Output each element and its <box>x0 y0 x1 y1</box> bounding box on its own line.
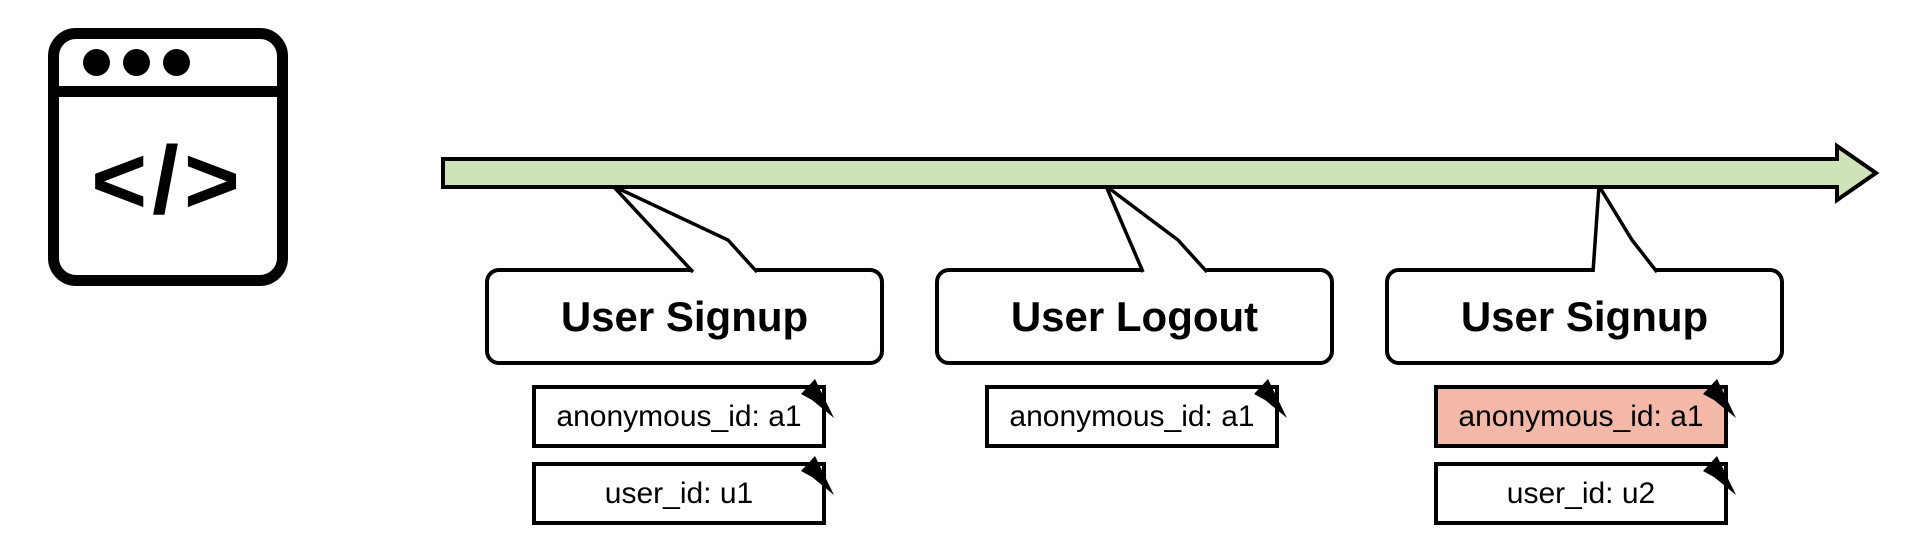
event-box-user-logout: User Logout <box>935 268 1334 365</box>
callout-tail-2 <box>1101 180 1209 274</box>
note-user-id-3: user_id: u2 <box>1434 456 1736 525</box>
note-anonymous-id-2: anonymous_id: a1 <box>985 379 1287 448</box>
note-anonymous-id-3-highlighted: anonymous_id: a1 <box>1434 379 1736 448</box>
folded-corner-icon <box>1703 456 1736 495</box>
browser-titlebar <box>59 39 277 97</box>
note-text: user_id: u1 <box>604 476 754 510</box>
folded-corner-icon <box>1254 379 1287 418</box>
code-icon: </> <box>91 127 245 234</box>
folded-corner-icon <box>1703 379 1736 418</box>
window-dot-icon <box>163 49 190 76</box>
browser-content: </> <box>59 97 277 257</box>
callout-tail-1 <box>611 184 759 274</box>
event-box-user-signup-1: User Signup <box>485 268 884 365</box>
note-anonymous-id-1: anonymous_id: a1 <box>532 379 834 448</box>
event-box-user-signup-2: User Signup <box>1385 268 1784 365</box>
note-text: user_id: u2 <box>1506 476 1656 510</box>
note-text: anonymous_id: a1 <box>556 399 802 433</box>
callout-tail-3 <box>1591 180 1659 274</box>
browser-window-icon: </> <box>48 28 288 286</box>
window-dot-icon <box>123 49 150 76</box>
note-text: anonymous_id: a1 <box>1009 399 1255 433</box>
note-text: anonymous_id: a1 <box>1458 399 1704 433</box>
note-user-id-1: user_id: u1 <box>532 456 834 525</box>
folded-corner-icon <box>801 379 834 418</box>
timeline-arrow <box>441 142 1880 204</box>
folded-corner-icon <box>801 456 834 495</box>
window-dot-icon <box>83 49 110 76</box>
